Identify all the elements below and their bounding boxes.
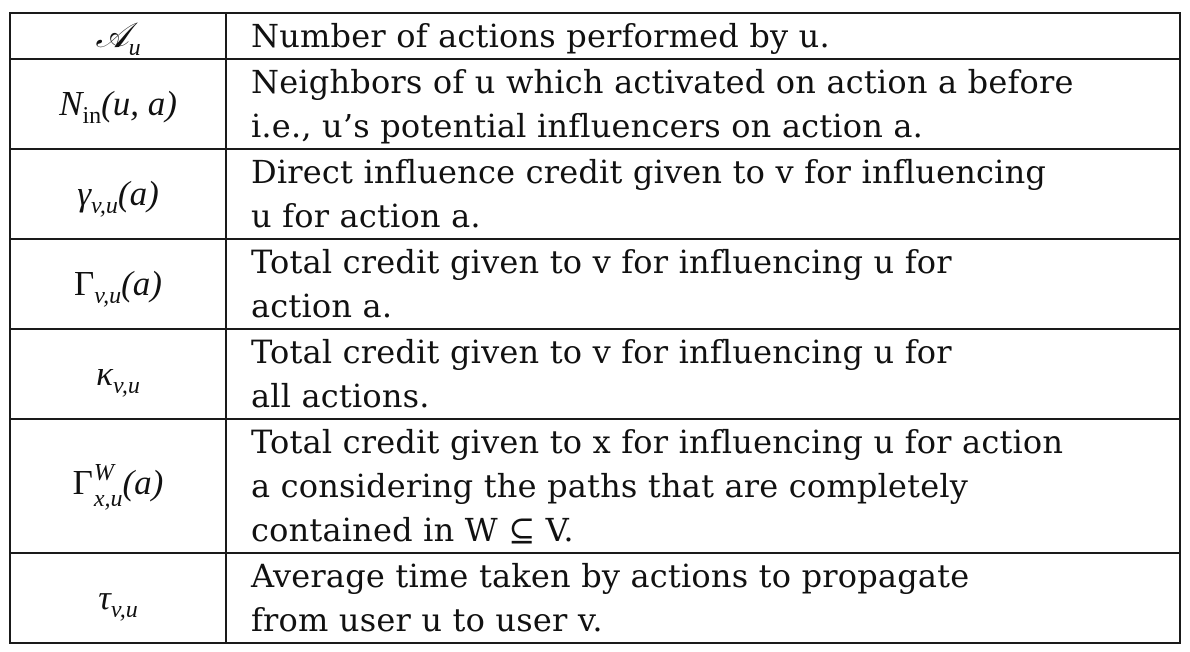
notation-table-container: 𝒜u Number of actions performed by u. Nin… — [9, 12, 1181, 644]
symbol-text: τv,u — [98, 578, 138, 623]
description-line: Total credit given to v for influencing … — [251, 243, 952, 281]
table-row: Nin(u, a) Neighbors of u which activated… — [9, 58, 1181, 150]
description-line: Total credit given to x for influencing … — [251, 423, 1064, 461]
description-line: Total credit given to v for influencing … — [251, 333, 952, 371]
symbol-text: Nin(u, a) — [59, 84, 177, 129]
table-row: κv,u Total credit given to v for influen… — [9, 328, 1181, 420]
description-cell: Total credit given to v for influencing … — [225, 238, 1181, 330]
symbol-cell: Γv,u(a) — [9, 238, 227, 330]
description-cell: Average time taken by actions to propaga… — [225, 552, 1181, 644]
description-line: a considering the paths that are complet… — [251, 467, 969, 505]
description-cell: Total credit given to v for influencing … — [225, 328, 1181, 420]
description-line: i.e., u’s potential influencers on actio… — [251, 107, 924, 145]
symbol-cell: κv,u — [9, 328, 227, 420]
table-row: γv,u(a) Direct influence credit given to… — [9, 148, 1181, 240]
symbol-cell: Nin(u, a) — [9, 58, 227, 150]
description-line: Number of actions performed by u. — [251, 17, 830, 55]
symbol-text: γv,u(a) — [77, 174, 159, 219]
description-line: Direct influence credit given to v for i… — [251, 153, 1047, 191]
notation-table: 𝒜u Number of actions performed by u. Nin… — [9, 12, 1181, 644]
description-cell: Neighbors of u which activated on action… — [225, 58, 1181, 150]
symbol-cell: 𝒜u — [9, 12, 227, 61]
symbol-text: 𝒜u — [95, 16, 141, 61]
symbol-text: κv,u — [96, 354, 140, 399]
table-row: τv,u Average time taken by actions to pr… — [9, 552, 1181, 644]
table-row: Γv,u(a) Total credit given to v for infl… — [9, 238, 1181, 330]
description-line: u for action a. — [251, 197, 481, 235]
description-line: action a. — [251, 287, 393, 325]
description-line: Average time taken by actions to propaga… — [251, 557, 970, 595]
description-line: Neighbors of u which activated on action… — [251, 63, 1074, 101]
description-line: all actions. — [251, 377, 430, 415]
symbol-cell: γv,u(a) — [9, 148, 227, 240]
symbol-text: Γv,u(a) — [74, 264, 162, 309]
description-cell: Direct influence credit given to v for i… — [225, 148, 1181, 240]
table-row: 𝒜u Number of actions performed by u. — [9, 12, 1181, 61]
symbol-cell: τv,u — [9, 552, 227, 644]
description-line: from user u to user v. — [251, 601, 603, 639]
description-line: contained in W ⊆ V. — [251, 511, 574, 549]
description-cell: Number of actions performed by u. — [225, 12, 1181, 60]
description-cell: Total credit given to x for influencing … — [225, 418, 1181, 554]
